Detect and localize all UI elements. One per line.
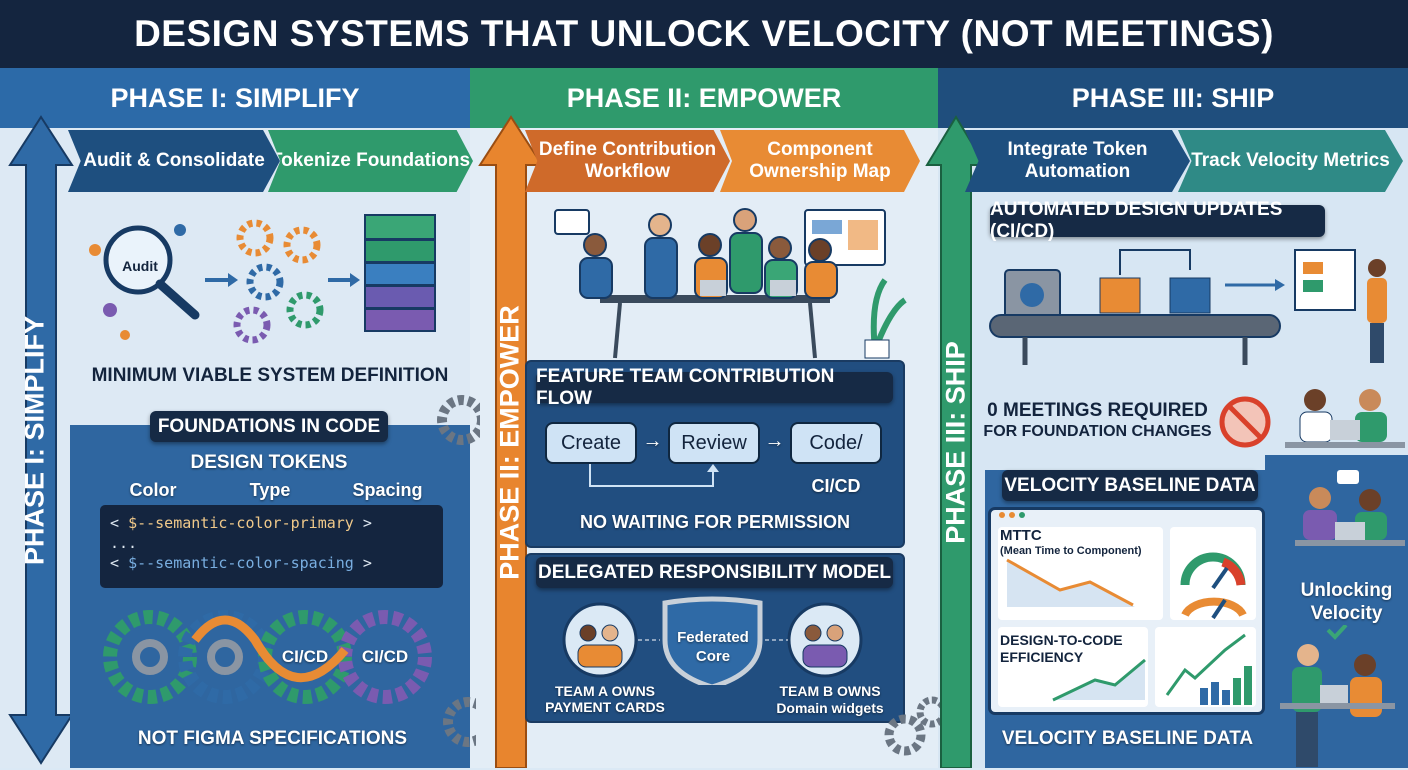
mvs-caption: MINIMUM VIABLE SYSTEM DEFINITION (91, 365, 449, 386)
token-col-color: Color (129, 480, 177, 500)
d2c-label-1: DESIGN-TO-CODE (1000, 632, 1123, 648)
token-col-type: Type (249, 480, 291, 500)
automation-title: AUTOMATED DESIGN UPDATES (CI/CD) (990, 199, 1325, 242)
token-primary: $--semantic-color-primary (128, 514, 354, 532)
token-spacing: $--semantic-color-spacing (128, 554, 354, 572)
loop-back-arrow (589, 464, 719, 487)
d2c-label-2: EFFICIENCY (1000, 649, 1084, 665)
team-celebration-illustration (1280, 625, 1395, 767)
step-define-contribution-workflow: Define Contribution Workflow (525, 130, 730, 192)
gear-label-cicd-2: CI/CD (361, 647, 409, 666)
unlocking-label: Unlocking (1300, 580, 1393, 601)
velocity-side-panel (1265, 455, 1408, 768)
mttc-label: MTTC (1000, 527, 1042, 544)
flow-step-review: Review (668, 422, 760, 464)
step-integrate-token-automation: Integrate Token Automation (965, 130, 1190, 192)
phase-3-header: PHASE III: SHIP (938, 68, 1408, 128)
arrow-right-icon: → (642, 430, 663, 452)
phase-1-double-arrow (8, 115, 74, 765)
phase-1-arrow-label: PHASE I: SIMPLIFY (19, 315, 50, 566)
gear-icon (437, 395, 480, 445)
phase-1-header: PHASE I: SIMPLIFY (0, 68, 470, 128)
contribution-flow-title: FEATURE TEAM CONTRIBUTION FLOW (536, 366, 893, 409)
audit-badge: Audit (122, 258, 158, 274)
phase-3-arrow-label: PHASE III: SHIP (940, 341, 971, 544)
meetings-line-1: 0 MEETINGS REQUIRED (987, 400, 1208, 421)
team-laptop-illustration (1285, 389, 1405, 448)
token-code-block: < $--semantic-color-primary > ... < $--s… (100, 505, 443, 588)
gear-label-cicd-1: CI/CD (281, 647, 329, 666)
velocity-footer: VELOCITY BASELINE DATA (1001, 728, 1254, 749)
step-tokenize-foundations: Tokenize Foundations (268, 130, 473, 192)
no-waiting-caption: NO WAITING FOR PERMISSION (579, 512, 850, 532)
code-bracket: < (110, 514, 129, 532)
audit-illustration (89, 214, 436, 344)
code-bracket: < (110, 554, 129, 572)
team-meeting-illustration (554, 208, 907, 359)
team-b-domain: Domain widgets (776, 700, 884, 716)
design-tokens-label: DESIGN TOKENS (190, 452, 348, 473)
team-a-label: TEAM A OWNS PAYMENT CARDS (545, 683, 665, 715)
step-component-ownership-map: Component Ownership Map (720, 130, 920, 192)
delegated-title: DELEGATED RESPONSIBILITY MODEL (536, 557, 893, 588)
arrow-right-icon: → (764, 430, 785, 452)
page-title: DESIGN SYSTEMS THAT UNLOCK VELOCITY (NOT… (0, 0, 1408, 68)
collaboration-illustration (1295, 470, 1405, 546)
not-figma-caption: NOT FIGMA SPECIFICATIONS (137, 728, 408, 749)
phase-2-arrow-label: PHASE II: EMPOWER (494, 305, 525, 580)
velocity-title: VELOCITY BASELINE DATA (1002, 470, 1258, 501)
token-col-spacing: Spacing (352, 480, 423, 500)
flow-step-code: Code/ (790, 422, 882, 464)
foundations-panel (70, 425, 470, 768)
foundations-title: FOUNDATIONS IN CODE (150, 411, 388, 442)
phase-2-header: PHASE II: EMPOWER (470, 68, 938, 128)
ci-cd-gears-illustration (103, 610, 432, 704)
code-bracket: > (353, 554, 372, 572)
conveyor-illustration (989, 249, 1387, 365)
step-audit-consolidate: Audit & Consolidate (68, 130, 280, 192)
mttc-sublabel: (Mean Time to Component) (1000, 545, 1142, 557)
team-b-label: TEAM B OWNS (779, 683, 881, 699)
meetings-line-2: FOR FOUNDATION CHANGES (983, 423, 1212, 440)
dashboard-charts (998, 512, 1256, 707)
step-track-velocity-metrics: Track Velocity Metrics (1178, 130, 1403, 192)
code-bracket: > (353, 514, 372, 532)
federated-core-label: Federated Core (677, 629, 749, 665)
flow-step-code-suffix: CI/CD (811, 476, 861, 496)
gear-icon (443, 697, 476, 747)
no-meetings-icon (1219, 396, 1271, 448)
flow-step-create: Create (545, 422, 637, 464)
velocity-label: Velocity (1310, 603, 1383, 624)
code-ellipsis: ... (110, 534, 138, 552)
ownership-illustration (562, 596, 863, 685)
